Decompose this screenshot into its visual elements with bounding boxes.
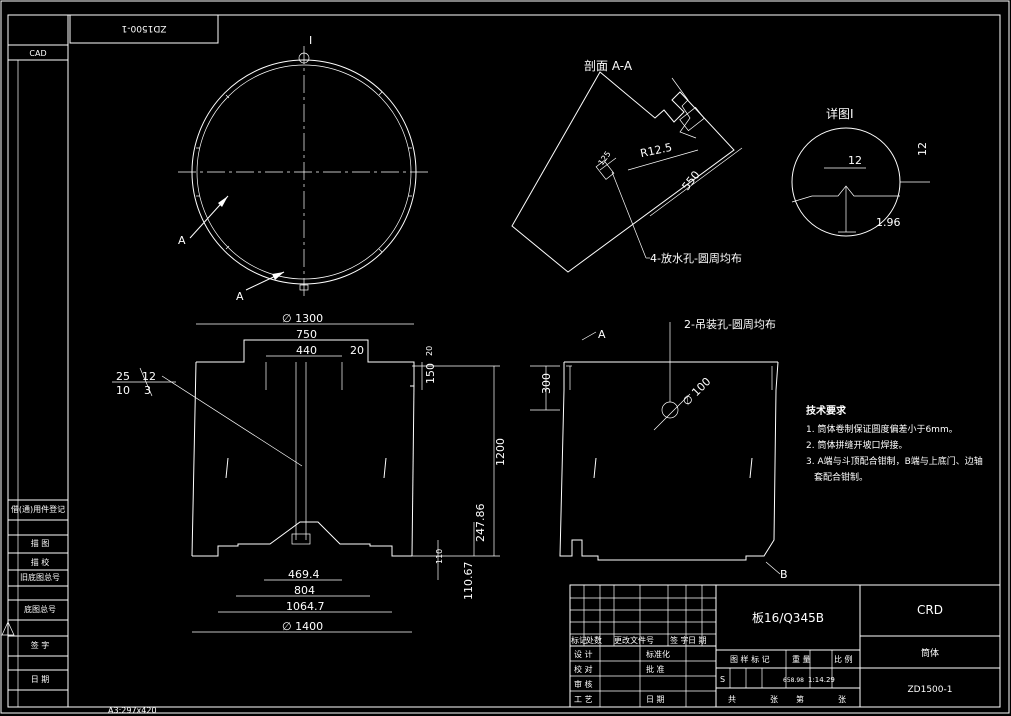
weld-b: 12 bbox=[142, 370, 156, 383]
weld-a: 25 bbox=[116, 370, 130, 383]
dim-150: 150 bbox=[424, 363, 437, 384]
row-check: 校 对 bbox=[574, 664, 593, 674]
detail-dim-196: 1.96 bbox=[876, 216, 901, 229]
title-block: 标记 处数 更改文件号 签 字 日 期 设 计 标准化 校 对 批 准 审 核 … bbox=[569, 584, 1001, 708]
label-a-lower: A bbox=[236, 290, 244, 303]
sheet-size: A3:297x420 bbox=[108, 706, 157, 715]
row-design: 设 计 bbox=[574, 649, 593, 659]
dim-750: 750 bbox=[296, 328, 317, 341]
section-callout: 4-放水孔-圆周均布 bbox=[650, 251, 742, 265]
drawing-no: ZD1500-1 bbox=[908, 685, 953, 695]
dim-4694: 469.4 bbox=[288, 568, 320, 581]
section-aa-title: 剖面 A-A bbox=[584, 59, 633, 73]
row-approve: 批 准 bbox=[646, 664, 665, 674]
row-date2: 日 期 bbox=[646, 695, 665, 704]
top-view: I A A bbox=[178, 34, 432, 303]
old-base-no: 旧底图总号 bbox=[20, 572, 60, 582]
base-no: 底图总号 bbox=[24, 604, 56, 614]
left-strip: CAD 借(通)用件登记 描 图 描 校 旧底图总号 底图总号 签 字 日 期 bbox=[1, 15, 69, 707]
dim-20a: 20 bbox=[350, 344, 364, 357]
front-view: 25 12 10 3 ∅ 1300 750 440 20 20 150 1200… bbox=[112, 312, 507, 633]
sheet2-label: 张 bbox=[838, 695, 846, 704]
rev-h-4: 日 期 bbox=[688, 636, 707, 645]
dim-20b: 20 bbox=[425, 346, 434, 356]
weight-val: 658.98 bbox=[783, 677, 804, 684]
part-name: 筒体 bbox=[921, 647, 939, 659]
note-4: 套配合钳制。 bbox=[814, 471, 868, 483]
detail-i: 详图I 12 12 1.96 bbox=[791, 106, 930, 237]
section-mark-i: I bbox=[309, 34, 312, 47]
sheets-label: 张 bbox=[770, 695, 778, 704]
label-a-upper: A bbox=[178, 234, 186, 247]
side-callout: 2-吊装孔-圆周均布 bbox=[684, 318, 776, 331]
stage-label: 图 样 标 记 bbox=[730, 654, 770, 664]
rev-h-0: 标记 bbox=[571, 635, 587, 645]
rev-h-3: 签 字 bbox=[670, 635, 689, 645]
dim-10647: 1064.7 bbox=[286, 600, 325, 613]
dim-804: 804 bbox=[294, 584, 315, 597]
dim-24786: 247.86 bbox=[474, 504, 487, 543]
side-dim-dia100: ∅ 100 bbox=[680, 375, 713, 408]
sign-label: 签 字 bbox=[31, 640, 50, 650]
rev-h-2: 更改文件号 bbox=[614, 635, 654, 645]
cad-label: CAD bbox=[29, 49, 46, 58]
company: CRD bbox=[917, 603, 943, 617]
stage-mark: S bbox=[720, 675, 725, 684]
detail-dim-12h: 12 bbox=[848, 154, 862, 167]
note-2: 2. 筒体拼缝开坡口焊接。 bbox=[806, 439, 907, 451]
row-std: 标准化 bbox=[646, 649, 670, 659]
detail-dim-12v: 12 bbox=[916, 142, 929, 156]
section-dim-125: 125 bbox=[597, 149, 613, 167]
notes-title: 技术要求 bbox=[806, 404, 847, 417]
dim-1200: 1200 bbox=[494, 438, 507, 466]
weld-c: 10 bbox=[116, 384, 130, 397]
weld-d: 3 bbox=[144, 384, 151, 397]
reversed-code: ZD1500-1 bbox=[122, 23, 167, 33]
drawing-desc: 描 图 bbox=[31, 538, 50, 548]
date-label: 日 期 bbox=[31, 675, 50, 684]
side-view: 300 ∅ 100 2-吊装孔-圆周均布 A B bbox=[530, 318, 788, 581]
dim-dia1300: ∅ 1300 bbox=[282, 312, 323, 325]
section-dim-550: 550 bbox=[679, 168, 702, 193]
section-dim-r125: R12.5 bbox=[639, 141, 673, 160]
tech-notes: 技术要求 1. 筒体卷制保证圆度偏差小于6mm。 2. 筒体拼缝开坡口焊接。 3… bbox=[806, 404, 983, 483]
page-label: 第 bbox=[796, 694, 804, 704]
scale-val: 1:14.29 bbox=[808, 676, 835, 684]
borrow-record: 借(通)用件登记 bbox=[11, 504, 65, 514]
side-dim-300: 300 bbox=[540, 373, 553, 394]
rev-h-1: 处数 bbox=[586, 635, 602, 645]
dim-dia1400: ∅ 1400 bbox=[282, 620, 323, 633]
check-desc: 描 校 bbox=[31, 557, 50, 567]
note-1: 1. 筒体卷制保证圆度偏差小于6mm。 bbox=[806, 423, 958, 435]
dim-440: 440 bbox=[296, 344, 317, 357]
code-box bbox=[69, 14, 219, 44]
total-label: 共 bbox=[728, 695, 736, 704]
weight-label: 重 量 bbox=[792, 654, 811, 664]
side-label-a: A bbox=[598, 328, 606, 341]
note-3: 3. A端与斗顶配合钳制，B端与上底门、边轴 bbox=[806, 455, 983, 467]
detail-title: 详图I bbox=[826, 106, 854, 121]
dim-11067: 110.67 bbox=[462, 562, 475, 601]
inner-border bbox=[7, 14, 1001, 708]
material: 板16/Q345B bbox=[752, 611, 824, 625]
side-label-b: B bbox=[780, 568, 788, 581]
dim-110: 110 bbox=[435, 549, 444, 564]
scale-label: 比 例 bbox=[834, 654, 853, 664]
section-aa: 剖面 A-A 550 125 R12.5 4-放水孔-圆周均布 bbox=[511, 59, 743, 273]
row-process: 工 艺 bbox=[574, 695, 593, 704]
row-review: 审 核 bbox=[574, 679, 593, 689]
